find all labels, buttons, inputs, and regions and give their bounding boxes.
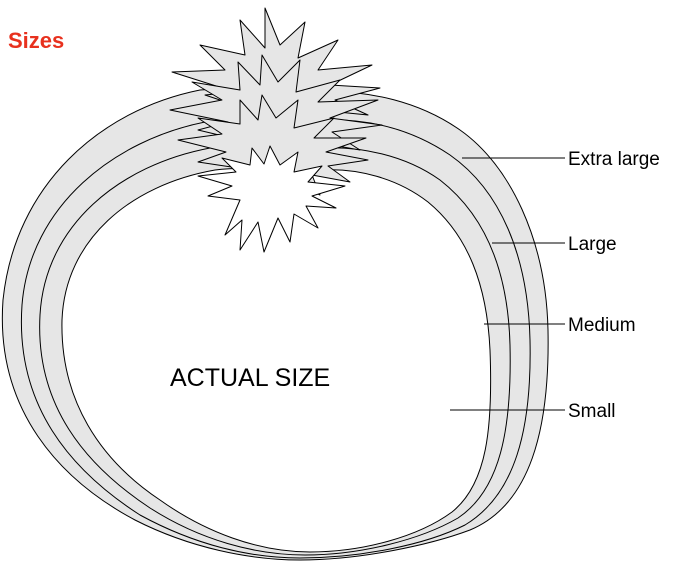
label-small: Small — [568, 401, 616, 422]
label-extra-large: Extra large — [568, 149, 660, 170]
center-label: ACTUAL SIZE — [170, 364, 330, 392]
label-medium: Medium — [568, 315, 636, 336]
label-large: Large — [568, 234, 617, 255]
